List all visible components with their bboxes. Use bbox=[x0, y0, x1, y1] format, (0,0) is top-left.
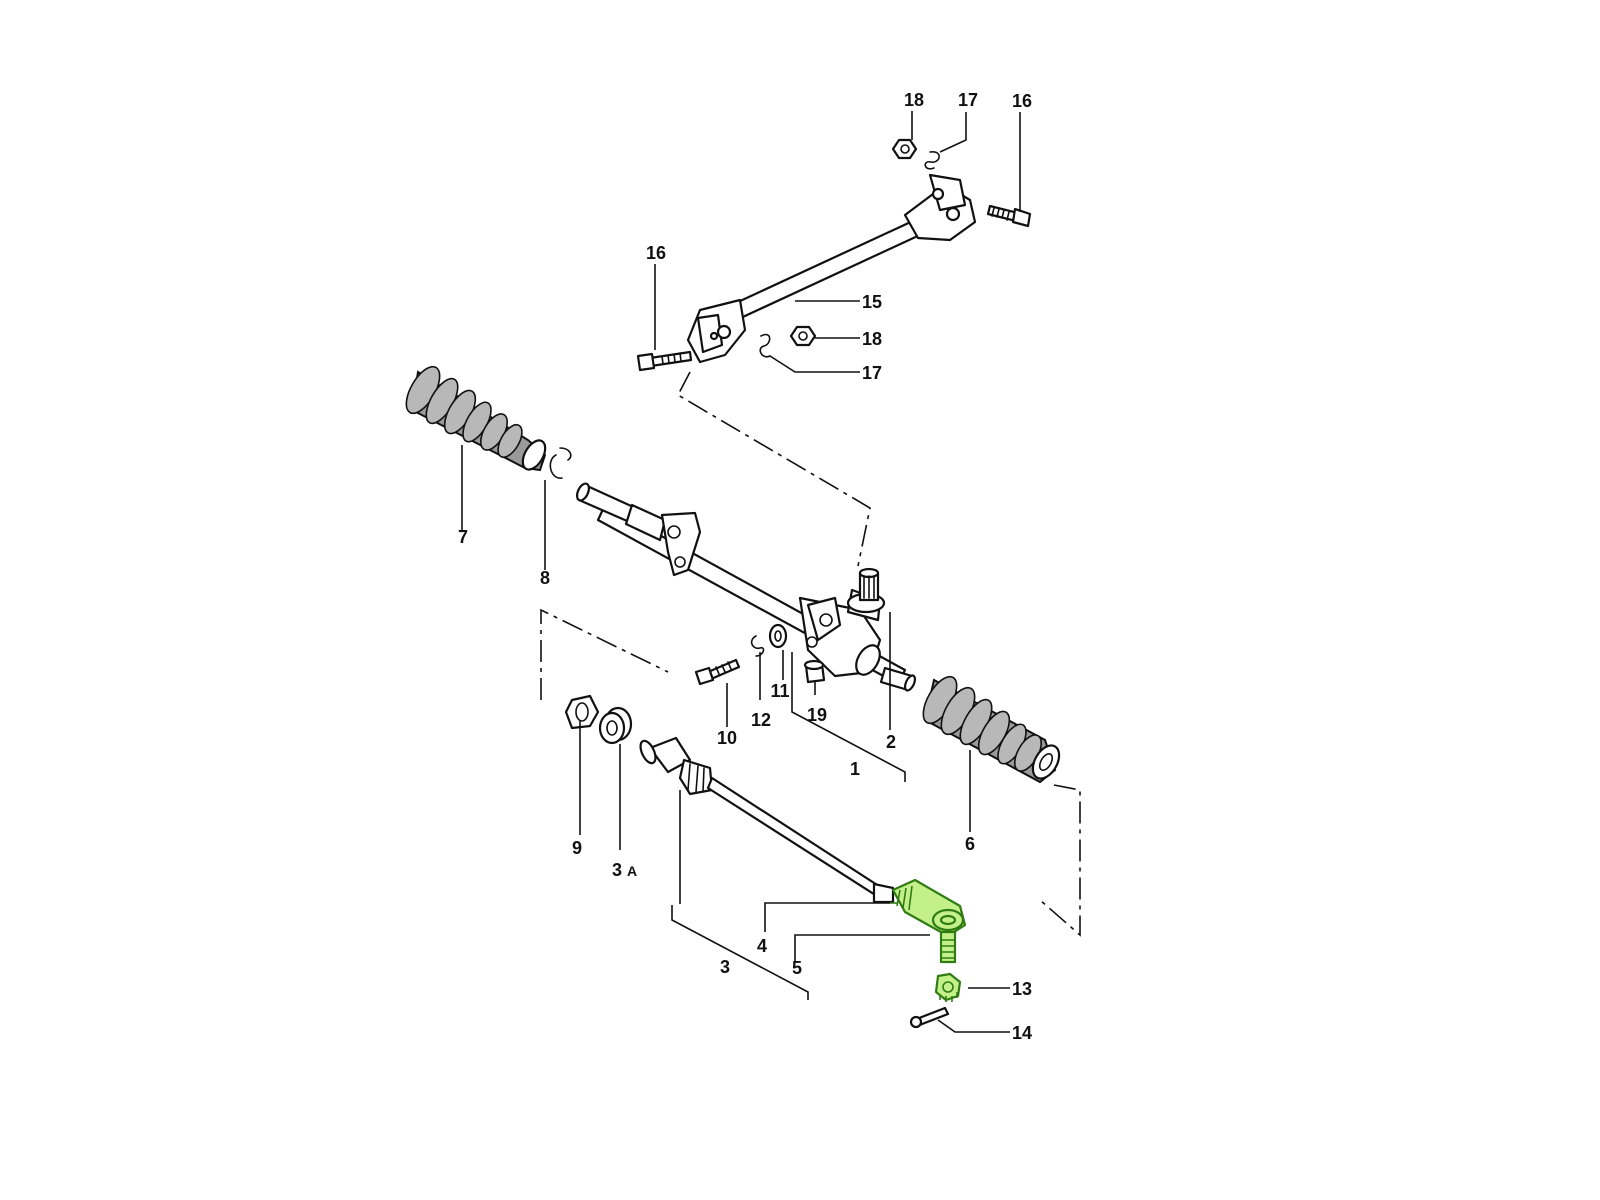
right-boot bbox=[922, 675, 1061, 784]
label-3: 3 bbox=[720, 957, 730, 977]
label-6: 6 bbox=[965, 834, 975, 854]
label-12: 12 bbox=[751, 710, 771, 730]
label-16-left: 16 bbox=[646, 243, 666, 263]
bolt-16-left bbox=[636, 350, 693, 372]
clip-17-mid bbox=[759, 333, 771, 358]
label-19: 19 bbox=[807, 705, 827, 725]
clip-12 bbox=[750, 635, 765, 657]
label-1: 1 bbox=[850, 759, 860, 779]
tie-rod bbox=[639, 736, 895, 904]
cotter-pin-14 bbox=[909, 1006, 950, 1029]
assembly-dashed-lines bbox=[540, 371, 1081, 937]
bushing-3a bbox=[598, 706, 633, 745]
castle-nut-13 bbox=[934, 972, 962, 1002]
label-13: 13 bbox=[1012, 979, 1032, 999]
label-9: 9 bbox=[572, 838, 582, 858]
clip-17-top bbox=[924, 151, 940, 170]
nut-18-top bbox=[891, 138, 918, 160]
label-15: 15 bbox=[862, 292, 882, 312]
part-labels: 18 17 16 16 15 18 17 7 8 11 10 12 19 2 1… bbox=[458, 90, 1032, 1043]
label-3a-number: 3 bbox=[612, 860, 622, 880]
plug-19 bbox=[803, 659, 826, 684]
nut-18-mid bbox=[789, 325, 817, 347]
boot-clamp-8 bbox=[549, 447, 572, 479]
leader-lines bbox=[461, 111, 1021, 1033]
intermediate-shaft bbox=[686, 173, 977, 364]
label-18-mid: 18 bbox=[862, 329, 882, 349]
label-14: 14 bbox=[1012, 1023, 1032, 1043]
label-7: 7 bbox=[458, 527, 468, 547]
label-17-mid: 17 bbox=[862, 363, 882, 383]
label-18-top: 18 bbox=[904, 90, 924, 110]
label-2: 2 bbox=[886, 732, 896, 752]
label-16-top: 16 bbox=[1012, 91, 1032, 111]
bolt-16-top bbox=[986, 204, 1032, 228]
label-5: 5 bbox=[792, 958, 802, 978]
bushing-9 bbox=[564, 694, 600, 730]
label-17-top: 17 bbox=[958, 90, 978, 110]
label-11: 11 bbox=[770, 681, 789, 701]
left-boot bbox=[405, 365, 547, 472]
washer-11 bbox=[768, 623, 788, 649]
bolt-10 bbox=[694, 658, 741, 686]
label-3a-suffix: A bbox=[627, 863, 637, 879]
tie-rod-end-highlighted bbox=[891, 878, 967, 964]
label-4: 4 bbox=[757, 936, 767, 956]
rack-housing bbox=[575, 482, 917, 692]
label-10: 10 bbox=[717, 728, 737, 748]
label-8: 8 bbox=[540, 568, 550, 588]
